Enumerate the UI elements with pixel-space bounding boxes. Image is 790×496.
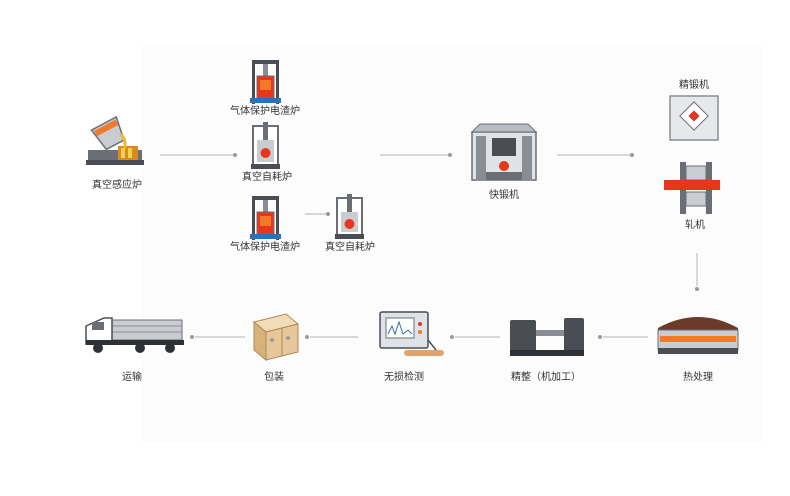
lathe-icon bbox=[510, 318, 584, 356]
label-heat-treatment: 热处理 bbox=[683, 372, 713, 383]
connector-ndt-to-packaging bbox=[305, 335, 358, 339]
connector-rolling-to-heat bbox=[695, 253, 699, 291]
precision-forging-icon bbox=[669, 95, 719, 141]
label-ndt: 无损检测 bbox=[384, 372, 424, 383]
connector-induction-to-remelt bbox=[160, 153, 237, 157]
label-esr-furnace-top: 气体保护电渣炉 bbox=[230, 106, 300, 117]
diagram-background bbox=[142, 44, 762, 442]
heat-treatment-furnace-icon bbox=[657, 317, 739, 354]
connectors bbox=[160, 153, 699, 339]
label-packaging: 包装 bbox=[264, 372, 284, 383]
label-transport: 运输 bbox=[122, 372, 142, 383]
label-esr-furnace-bottom: 气体保护电渣炉 bbox=[230, 242, 300, 253]
connector-remelt-to-forging bbox=[380, 153, 452, 157]
connector-esr-to-var bbox=[305, 212, 330, 216]
wooden-crate-icon bbox=[252, 313, 300, 362]
label-var-furnace-middle: 真空自耗炉 bbox=[242, 172, 292, 183]
connector-finishing-to-ndt bbox=[450, 335, 500, 339]
electroslag-furnace-icon bbox=[250, 196, 281, 240]
label-vacuum-induction-furnace: 真空感应炉 bbox=[92, 180, 142, 191]
rolling-mill-icon bbox=[664, 162, 720, 214]
label-var-furnace-bottom: 真空自耗炉 bbox=[325, 242, 375, 253]
label-fast-forging-press: 快锻机 bbox=[489, 190, 519, 201]
connector-packaging-to-transport bbox=[190, 335, 245, 339]
connector-heat-to-finishing bbox=[598, 335, 648, 339]
label-precision-forging-machine: 精锻机 bbox=[679, 80, 709, 91]
ladle-pouring-icon bbox=[86, 115, 144, 165]
electroslag-furnace-icon bbox=[250, 60, 281, 104]
connector-forging-to-precision bbox=[557, 153, 634, 157]
label-finishing: 精整（机加工） bbox=[511, 372, 581, 383]
vacuum-arc-furnace-icon bbox=[335, 194, 364, 239]
ultrasonic-tester-icon bbox=[379, 311, 444, 356]
forging-press-icon bbox=[470, 123, 538, 181]
label-rolling-mill: 轧机 bbox=[685, 220, 705, 231]
truck-icon bbox=[85, 317, 184, 353]
vacuum-arc-furnace-icon bbox=[251, 122, 280, 169]
